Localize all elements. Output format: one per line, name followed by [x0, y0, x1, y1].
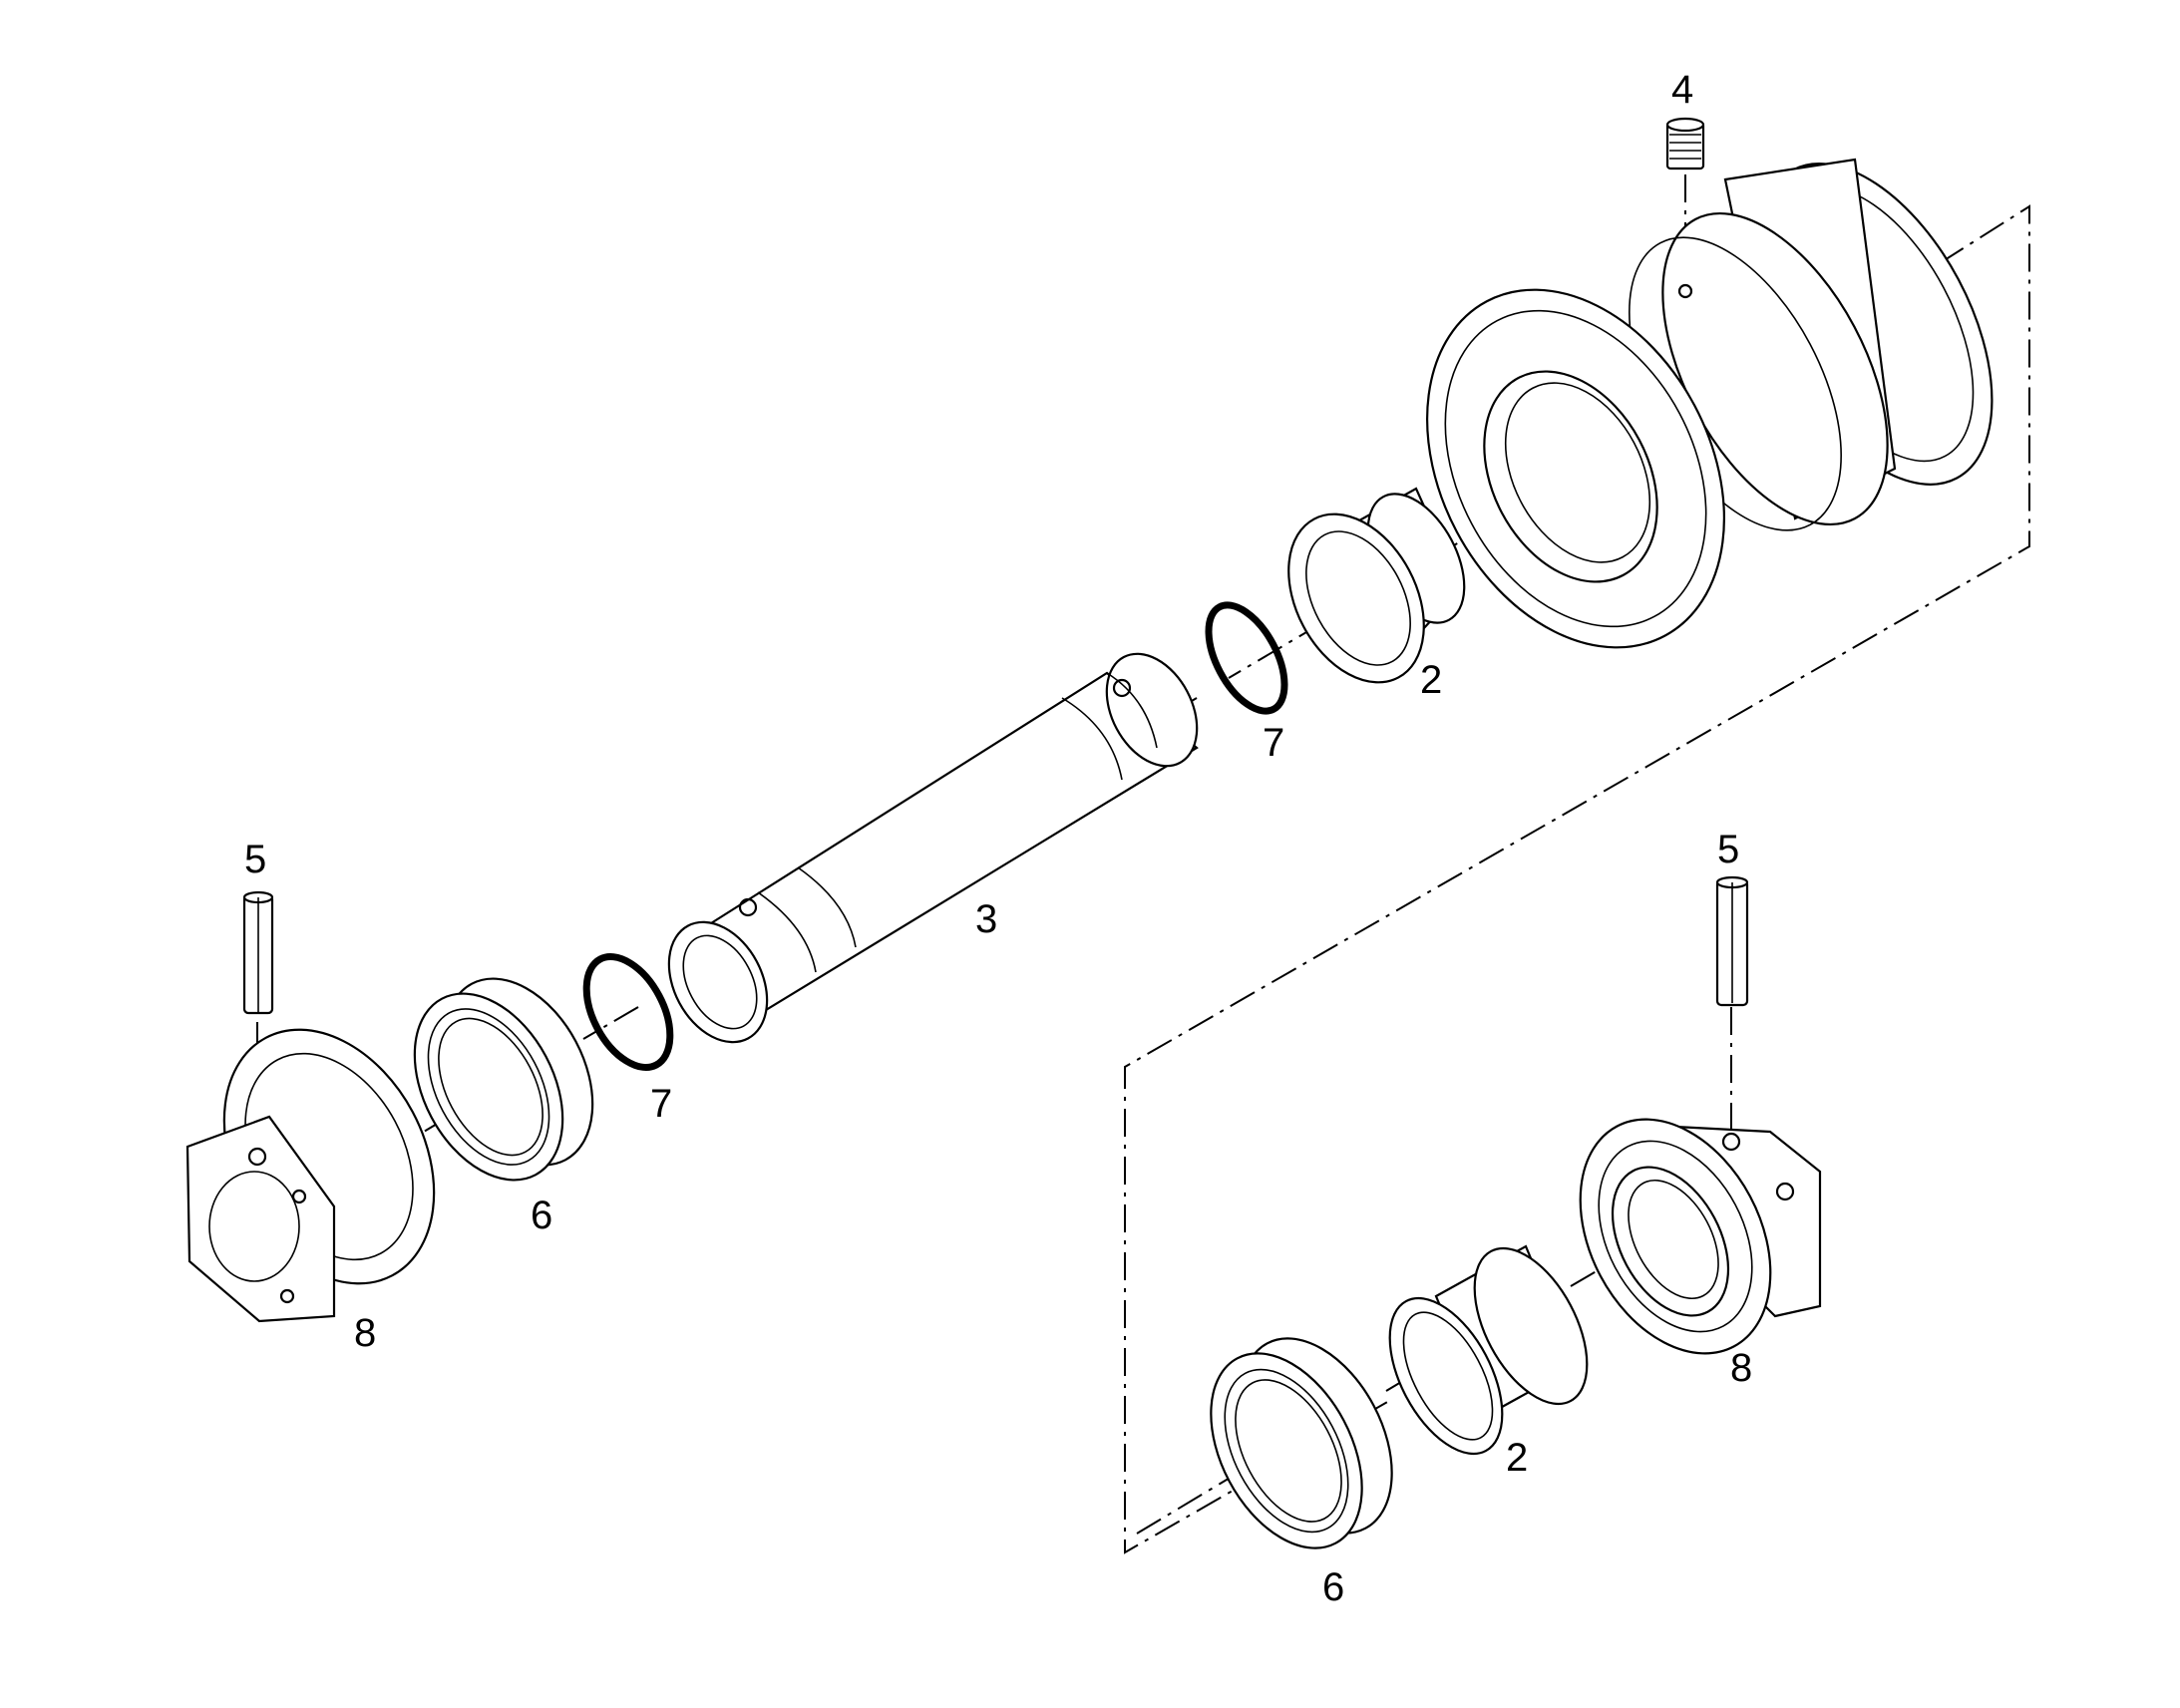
plug-screw: [1665, 117, 1705, 171]
label-3: 3: [975, 897, 997, 941]
track-roller: [1426, 158, 1994, 649]
bushing-bottom: [1388, 1244, 1589, 1456]
label-7-mid: 7: [650, 1082, 672, 1126]
label-6-left: 6: [531, 1194, 552, 1237]
label-6-bottom: 6: [1322, 1565, 1344, 1609]
label-7-top: 7: [1263, 721, 1284, 765]
bushing-top: [1287, 487, 1466, 684]
o-ring-mid: [582, 953, 674, 1071]
label-2-bottom: 2: [1506, 1436, 1528, 1480]
end-collar-left: [185, 1028, 436, 1323]
o-ring-top: [1205, 601, 1288, 715]
seal-ring-bottom: [1210, 1337, 1393, 1549]
label-8-left: 8: [354, 1311, 376, 1355]
label-8-right: 8: [1730, 1346, 1752, 1390]
shaft: [667, 652, 1199, 1044]
label-5-right: 5: [1717, 828, 1739, 871]
label-4: 4: [1671, 68, 1693, 112]
label-2-top: 2: [1420, 658, 1442, 702]
seal-ring-left: [413, 977, 594, 1182]
label-5-left: 5: [244, 838, 266, 881]
end-collar-right: [1579, 1118, 1822, 1355]
assembly-boundary: [1124, 204, 2030, 1554]
roll-pin-right: [1715, 875, 1749, 1007]
roll-pin-left: [242, 890, 274, 1015]
